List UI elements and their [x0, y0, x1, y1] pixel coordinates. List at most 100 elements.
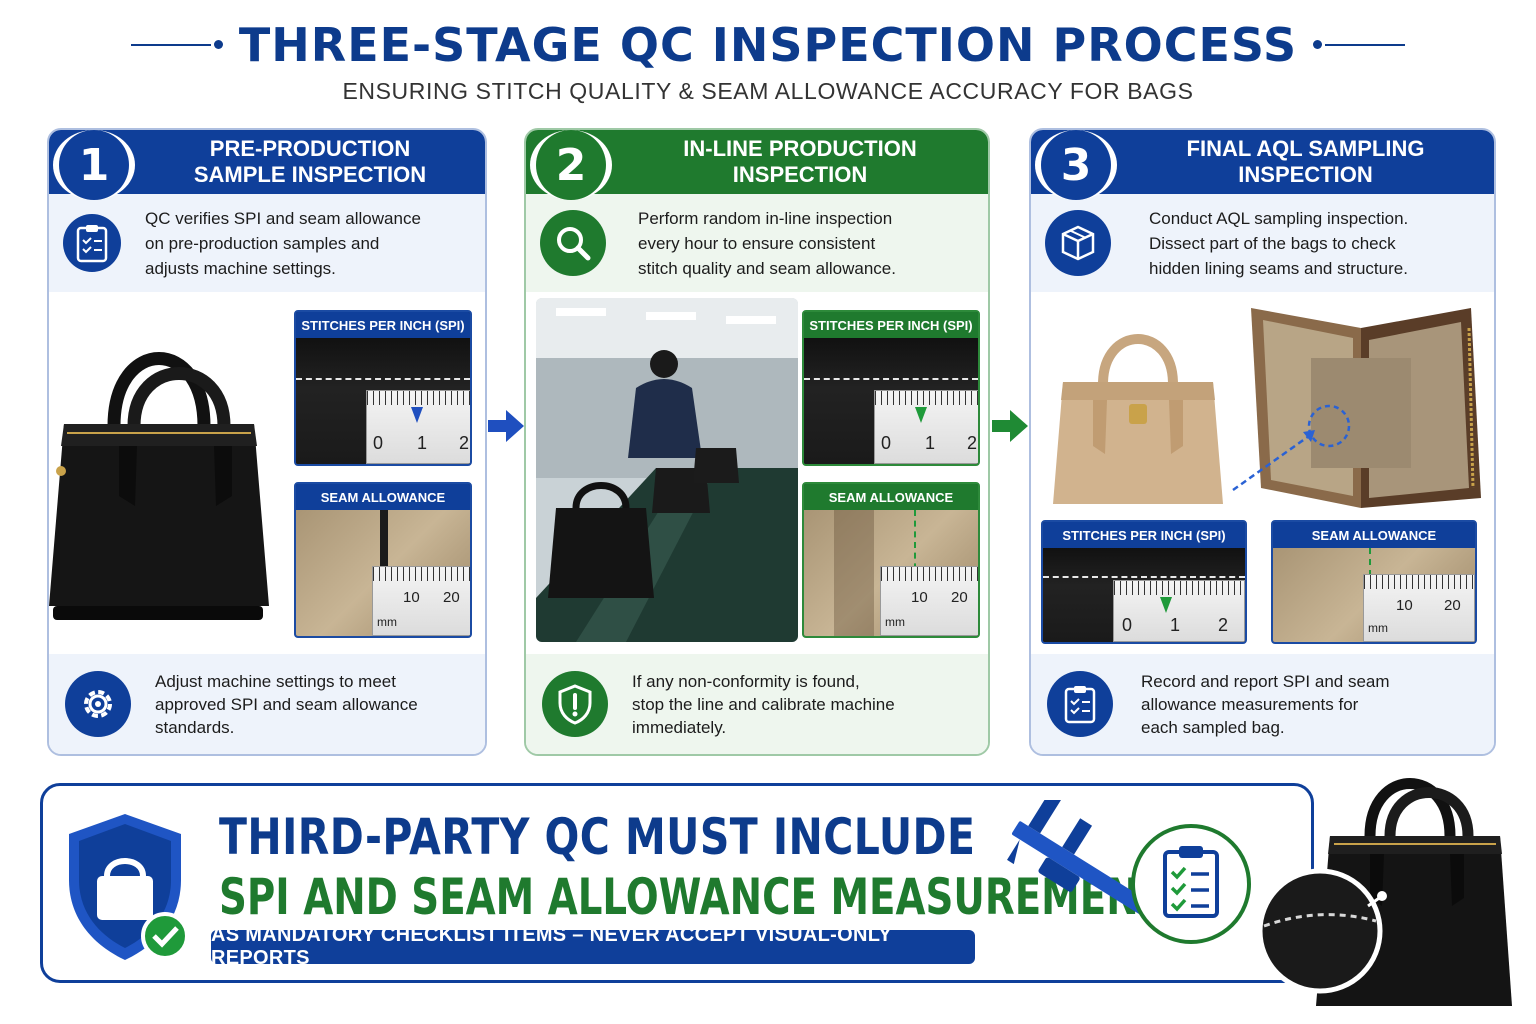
stage-1-foot-line1: Adjust machine settings to meet: [155, 671, 396, 691]
stage-2-media: STITCHES PER INCH (SPI) 0 1 2 SEAM ALLOW…: [526, 294, 988, 656]
black-handbag-image: [49, 352, 269, 620]
checklist-clipboard-icon: [1131, 824, 1251, 944]
stage-3-description: Conduct AQL sampling inspection. Dissect…: [1031, 194, 1494, 292]
stage-3-description-text: Conduct AQL sampling inspection. Dissect…: [1149, 206, 1408, 281]
stage-2-foot-line3: immediately.: [632, 717, 727, 737]
stage-2-spi-photo: 0 1 2: [804, 338, 978, 464]
stage-2-foot-line2: stop the line and calibrate machine: [632, 694, 895, 714]
stage-2-desc-line2: every hour to ensure consistent: [638, 233, 876, 253]
stage-2-card: 2 IN-LINE PRODUCTION INSPECTION Perform …: [524, 128, 990, 756]
ruler-label-0: 0: [881, 433, 892, 453]
stage-2-description-text: Perform random in-line inspection every …: [638, 206, 896, 281]
stage-3-foot-line1: Record and report SPI and seam: [1141, 671, 1390, 691]
stage-3-seam-panel: SEAM ALLOWANCE 10 20 mm: [1271, 520, 1477, 644]
stage-3-desc-line2: Dissect part of the bags to check: [1149, 233, 1396, 253]
stage-2-footer-text: If any non-conformity is found, stop the…: [632, 670, 895, 739]
arrow-right-icon: [992, 410, 1028, 442]
stage-1-desc-line2: on pre-production samples and: [145, 233, 380, 253]
stage-1-number-badge: 1: [53, 130, 135, 200]
ruler-label-2: 2: [459, 433, 470, 453]
ruler-label-0: 0: [373, 433, 384, 453]
magnify-callout-icon: [1232, 404, 1351, 492]
stage-1-seam-photo: 10 20 mm: [296, 510, 470, 636]
ruler-mm-unit: mm: [1368, 621, 1388, 635]
stage-2-title-line2: INSPECTION: [732, 162, 868, 187]
stage-2-number: 2: [536, 130, 606, 200]
stage-2-number-badge: 2: [530, 130, 612, 200]
stage-2-foot-line1: If any non-conformity is found,: [632, 671, 860, 691]
caliper-icon: [1007, 800, 1164, 924]
stage-3-header: 3 FINAL AQL SAMPLING INSPECTION: [1031, 130, 1494, 200]
shield-bag-check-icon: [69, 814, 189, 960]
stage-3-spi-marker: [1160, 597, 1172, 613]
stage-3-seam-label: SEAM ALLOWANCE: [1273, 522, 1475, 548]
stage-3-foot-line3: each sampled bag.: [1141, 717, 1285, 737]
clipboard-icon: [63, 214, 121, 272]
ruler-label-1: 1: [417, 433, 428, 453]
stage-1-description: QC verifies SPI and seam allowance on pr…: [49, 194, 485, 292]
stage-3-inch-ruler: 0 1 2: [1113, 580, 1245, 642]
stage-1-footer: Adjust machine settings to meet approved…: [49, 654, 485, 754]
banner-headline: THIRD-PARTY QC MUST INCLUDE: [219, 808, 976, 866]
gear-icon: [65, 671, 131, 737]
stage-1-seam-label: SEAM ALLOWANCE: [296, 484, 470, 510]
ruler-label-1: 1: [1170, 615, 1181, 635]
ruler-mm-20: 20: [951, 589, 968, 606]
stage-2-seam-photo: 10 20 mm: [804, 510, 978, 636]
stage-1-inch-ruler: 0 1 2: [366, 390, 470, 464]
box-icon: [1045, 210, 1111, 276]
stage-1-media: STITCHES PER INCH (SPI) 0 1 2 SEAM ALLOW…: [49, 294, 485, 656]
stage-1-desc-line1: QC verifies SPI and seam allowance: [145, 208, 421, 228]
stage-1-title-line1: PRE-PRODUCTION: [209, 136, 411, 161]
stage-3-number-badge: 3: [1035, 130, 1117, 200]
stage-2-spi-panel: STITCHES PER INCH (SPI) 0 1 2: [802, 310, 980, 466]
page-subtitle: ENSURING STITCH QUALITY & SEAM ALLOWANCE…: [342, 78, 1194, 104]
arrow-right-icon: [488, 410, 524, 442]
ruler-mm-20: 20: [443, 589, 460, 606]
stage-1-desc-line3: adjusts machine settings.: [145, 258, 336, 278]
stage-1-seam-panel: SEAM ALLOWANCE 10 20 mm: [294, 482, 472, 638]
stage-1-description-text: QC verifies SPI and seam allowance on pr…: [145, 206, 421, 281]
stage-1-spi-label: STITCHES PER INCH (SPI): [296, 312, 470, 338]
stage-3-title-line1: FINAL AQL SAMPLING: [1186, 136, 1425, 161]
stage-2-inch-ruler: 0 1 2: [874, 390, 978, 464]
page-title: THREE-STAGE QC INSPECTION PROCESS: [238, 18, 1298, 72]
stage-2-footer: If any non-conformity is found, stop the…: [526, 654, 988, 754]
stage-3-media: STITCHES PER INCH (SPI) 0 1 2 SEAM ALLOW…: [1031, 294, 1494, 656]
banner-subheadline: SPI AND SEAM ALLOWANCE MEASUREMENT: [219, 868, 1166, 926]
stage-3-seam-photo: 10 20 mm: [1273, 548, 1475, 642]
stage-3-spi-panel: STITCHES PER INCH (SPI) 0 1 2: [1041, 520, 1247, 644]
ruler-mm-10: 10: [1396, 597, 1413, 614]
stage-2-header: 2 IN-LINE PRODUCTION INSPECTION: [526, 130, 988, 200]
stage-3-footer: Record and report SPI and seam allowance…: [1031, 654, 1494, 754]
ruler-label-1: 1: [925, 433, 936, 453]
stage-1-number: 1: [59, 130, 129, 200]
stage-2-spi-label: STITCHES PER INCH (SPI): [804, 312, 978, 338]
dissected-bag-image: [1251, 308, 1481, 508]
clipboard-icon: [1047, 671, 1113, 737]
stage-2-mm-ruler: 10 20 mm: [880, 566, 978, 636]
stage-2-spi-marker: [915, 407, 927, 423]
shield-alert-icon: [542, 671, 608, 737]
stage-2-seam-label: SEAM ALLOWANCE: [804, 484, 978, 510]
stage-2-desc-line3: stitch quality and seam allowance.: [638, 258, 896, 278]
black-handbag-zoom-image: [1257, 778, 1512, 1006]
header: THREE-STAGE QC INSPECTION PROCESS ENSURI…: [0, 18, 1536, 105]
banner-note: AS MANDATORY CHECKLIST ITEMS – NEVER ACC…: [211, 924, 975, 969]
ruler-label-0: 0: [1122, 615, 1133, 635]
ruler-mm-10: 10: [403, 589, 420, 606]
stage-1-title-line2: SAMPLE INSPECTION: [193, 162, 427, 187]
beige-handbag-image: [1053, 334, 1223, 504]
stage-2-description: Perform random in-line inspection every …: [526, 194, 988, 292]
stage-3-desc-line3: hidden lining seams and structure.: [1149, 258, 1408, 278]
stage-3-card: 3 FINAL AQL SAMPLING INSPECTION Conduct …: [1029, 128, 1496, 756]
stage-1-card: 1 PRE-PRODUCTION SAMPLE INSPECTION QC ve…: [47, 128, 487, 756]
title-row: THREE-STAGE QC INSPECTION PROCESS: [0, 18, 1536, 72]
stage-1-spi-panel: STITCHES PER INCH (SPI) 0 1 2: [294, 310, 472, 466]
stage-1-mm-ruler: 10 20 mm: [372, 566, 470, 636]
stage-2-title: IN-LINE PRODUCTION INSPECTION: [622, 136, 988, 188]
ruler-mm-unit: mm: [885, 615, 905, 629]
stage-2-desc-line1: Perform random in-line inspection: [638, 208, 893, 228]
stage-3-desc-line1: Conduct AQL sampling inspection.: [1149, 208, 1409, 228]
stage-1-foot-line3: standards.: [155, 717, 235, 737]
